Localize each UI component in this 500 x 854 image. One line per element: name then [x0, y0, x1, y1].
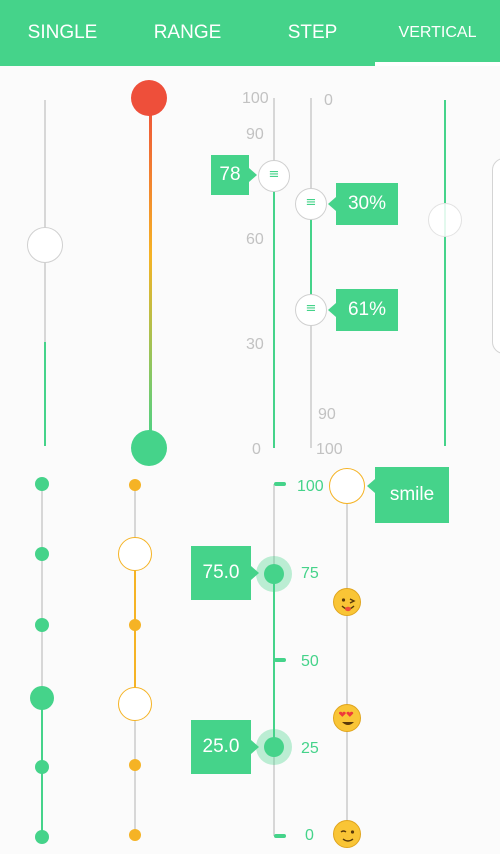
slider-fill: [444, 100, 446, 446]
slider-thumb[interactable]: [27, 227, 63, 263]
slider-thumb-bottom[interactable]: [118, 687, 152, 721]
slider-thumb-high[interactable]: [264, 564, 284, 584]
slider-fill: [44, 342, 46, 446]
step-dot: [35, 547, 49, 561]
tab-single[interactable]: SINGLE: [27, 22, 98, 43]
tick-label: 25: [301, 740, 319, 757]
step-dot: [129, 619, 141, 631]
bubble-arrow: [328, 303, 336, 317]
tab-bar: SINGLE RANGE STEP VERTICAL: [0, 0, 500, 66]
tick-mark: [274, 658, 286, 662]
grip-icon: ≡: [305, 195, 317, 210]
value-bubble-high: 75.0: [191, 546, 251, 600]
slider-thumb[interactable]: [258, 160, 290, 192]
slider-thumb[interactable]: [30, 686, 54, 710]
tick-label: 60: [246, 231, 264, 248]
slider-thumb-high[interactable]: [295, 294, 327, 326]
vertical-slider-discrete-range[interactable]: [110, 470, 160, 850]
bubble-arrow: [249, 168, 257, 182]
bubble-arrow: [328, 197, 336, 211]
tick-mark: [274, 834, 286, 838]
tab-step[interactable]: STEP: [287, 22, 338, 43]
vertical-slider-ruler[interactable]: 100 90 60 30 0 78 ≡: [200, 88, 300, 460]
slider-fill: [310, 203, 312, 311]
tick-label: 30: [246, 336, 264, 353]
bubble-arrow: [251, 740, 259, 754]
slider-thumb-top[interactable]: [118, 537, 152, 571]
vertical-slider-decimal-range[interactable]: 100 75 50 25 0 75.0 25.0: [185, 470, 345, 850]
gradient-track: [149, 98, 152, 448]
slider-thumb[interactable]: [329, 468, 365, 504]
wink-face-icon: [333, 820, 361, 848]
tab-vertical[interactable]: VERTICAL: [398, 24, 477, 41]
tick-label: 0: [324, 92, 333, 109]
step-dot: [129, 479, 141, 491]
slider-thumb-low[interactable]: [264, 737, 284, 757]
slider-fill: [273, 574, 275, 748]
tick-label: 90: [318, 406, 336, 423]
tick-label: 100: [242, 90, 269, 107]
tongue-face-icon: [333, 588, 361, 616]
slider-track: [346, 486, 348, 846]
tick-label: 100: [297, 478, 324, 495]
tick-mark: [274, 482, 286, 486]
slider-thumb-low[interactable]: [295, 188, 327, 220]
vertical-slider-thin[interactable]: [420, 96, 470, 452]
tick-label: 90: [246, 126, 264, 143]
tick-label: 50: [301, 653, 319, 670]
value-bubble-low: 25.0: [191, 720, 251, 774]
slider-thumb-bottom[interactable]: [131, 430, 167, 466]
step-dot: [35, 618, 49, 632]
vertical-slider-percent-range[interactable]: 0 90 100 ≡ ≡ 30% 61%: [290, 88, 410, 460]
value-bubble: 78: [211, 155, 249, 195]
slider-thumb-top[interactable]: [131, 80, 167, 116]
vertical-slider-discrete[interactable]: [20, 470, 70, 850]
vertical-slider-gradient[interactable]: [125, 80, 175, 470]
slider-fill: [273, 176, 275, 448]
tick-label: 0: [252, 441, 261, 458]
slider-thumb[interactable]: [428, 203, 462, 237]
tick-label: 0: [305, 827, 314, 844]
heart-eyes-face-icon: [333, 704, 361, 732]
step-dot: [129, 829, 141, 841]
value-bubble-high: 61%: [336, 289, 398, 331]
tick-label: 75: [301, 565, 319, 582]
tab-range[interactable]: RANGE: [153, 22, 222, 43]
step-dot: [35, 830, 49, 844]
bubble-arrow: [251, 566, 259, 580]
step-dot: [35, 760, 49, 774]
offscreen-card: [492, 158, 500, 354]
value-bubble-low: 30%: [336, 183, 398, 225]
tick-label: 100: [316, 441, 343, 458]
vertical-slider-single[interactable]: [20, 96, 70, 452]
vertical-slider-emoji[interactable]: smile: [320, 462, 460, 852]
slider-track: [41, 484, 43, 836]
emoji-label-bubble: smile: [375, 467, 449, 523]
step-dot: [35, 477, 49, 491]
grip-icon: ≡: [305, 301, 317, 316]
tab-indicator: [375, 62, 500, 66]
bubble-arrow: [367, 479, 375, 493]
step-dot: [129, 759, 141, 771]
slider-track: [44, 100, 46, 446]
grip-icon: ≡: [268, 167, 280, 182]
